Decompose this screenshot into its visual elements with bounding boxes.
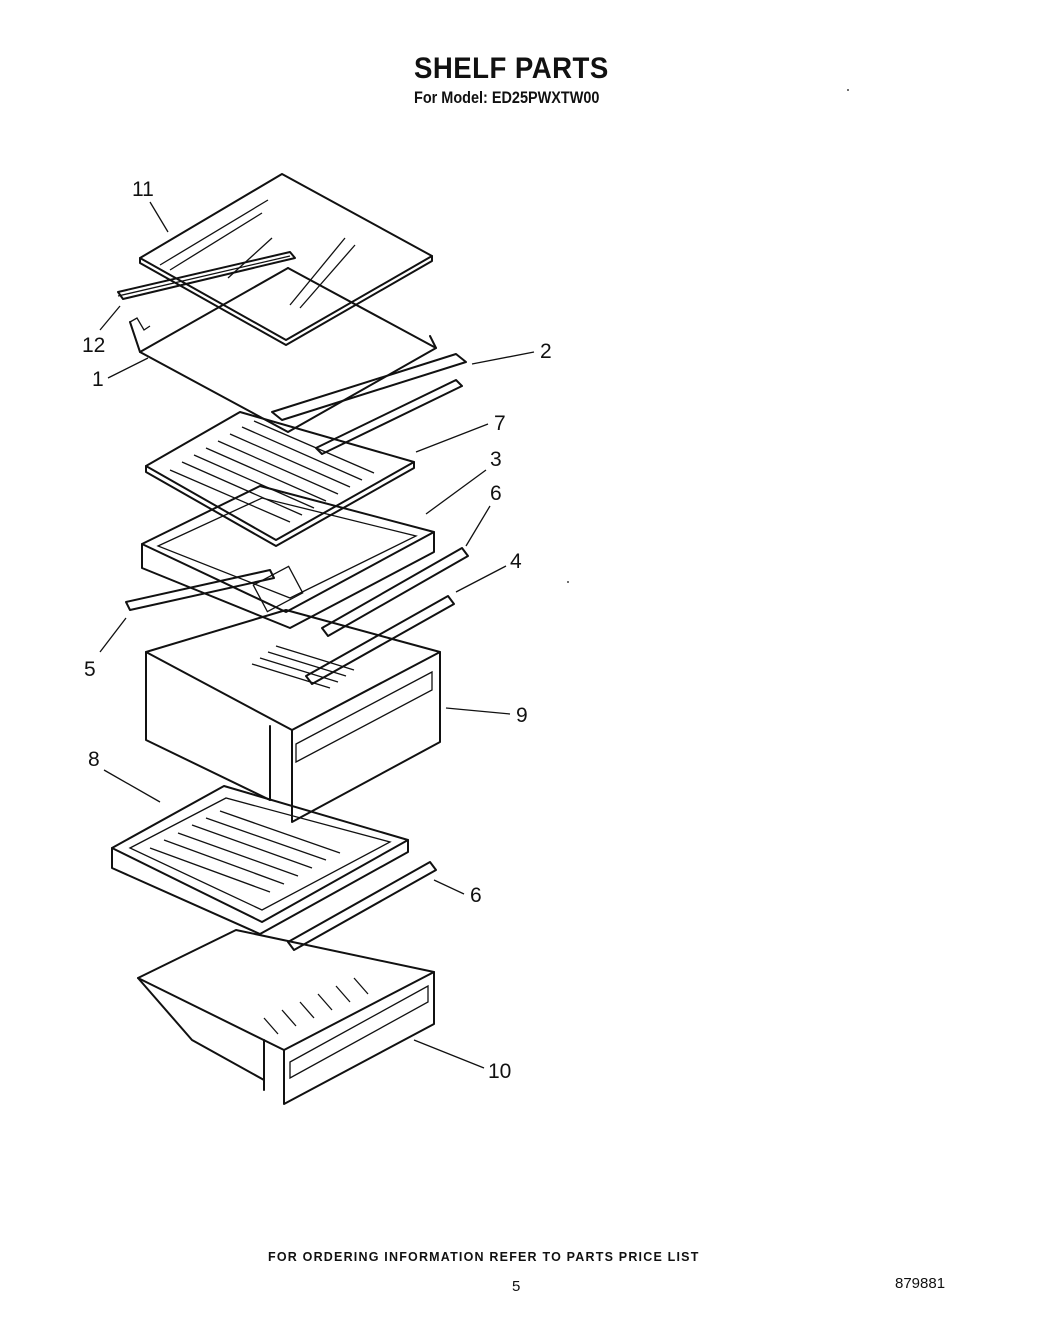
lower-cover-part-8 [111, 785, 409, 935]
callout-5: 5 [84, 617, 127, 681]
side-rail-part-5 [125, 569, 275, 611]
svg-text:7: 7 [494, 412, 506, 435]
svg-text:6: 6 [470, 884, 482, 907]
callout-1: 1 [92, 357, 149, 391]
ribbed-insert-part-7 [145, 411, 415, 547]
model-subtitle: For Model: ED25PWXTW00 [414, 88, 600, 107]
callout-6-upper: 6 [465, 482, 502, 547]
svg-text:8: 8 [88, 748, 100, 771]
page-number: 5 [512, 1278, 521, 1295]
cover-frame-part-3 [141, 485, 435, 629]
callout-2: 2 [471, 340, 552, 365]
front-trim-part-12 [117, 251, 296, 300]
callout-4: 4 [455, 550, 522, 593]
shelf-frame-part-1 [129, 267, 437, 433]
svg-text:5: 5 [84, 658, 96, 681]
callout-12: 12 [82, 305, 121, 357]
svg-text:9: 9 [516, 704, 528, 727]
svg-text:11: 11 [132, 178, 154, 201]
rail-part-6-lower [287, 861, 437, 951]
svg-text:12: 12 [82, 334, 105, 357]
callout-10: 10 [413, 1039, 511, 1083]
rail-part-6-upper [321, 547, 469, 637]
callout-8: 8 [88, 748, 161, 803]
callout-3: 3 [425, 448, 502, 515]
callout-11: 11 [132, 178, 169, 233]
lower-drawer-part-10 [137, 929, 435, 1105]
page-title: SHELF PARTS [414, 52, 609, 85]
ordering-info-note: FOR ORDERING INFORMATION REFER TO PARTS … [268, 1250, 700, 1264]
svg-text:10: 10 [488, 1060, 511, 1083]
crisper-drawer-part-9 [145, 609, 441, 823]
svg-text:2: 2 [540, 340, 552, 363]
document-number: 879881 [895, 1275, 946, 1292]
glass-shelf-part-11 [139, 173, 433, 346]
svg-text:6: 6 [490, 482, 502, 505]
callout-9: 9 [445, 704, 528, 727]
svg-text:3: 3 [490, 448, 502, 471]
rail-part-2 [271, 353, 467, 455]
callout-6-lower: 6 [433, 879, 482, 907]
svg-text:4: 4 [510, 550, 522, 573]
svg-text:1: 1 [92, 368, 104, 391]
callout-7: 7 [415, 412, 506, 453]
